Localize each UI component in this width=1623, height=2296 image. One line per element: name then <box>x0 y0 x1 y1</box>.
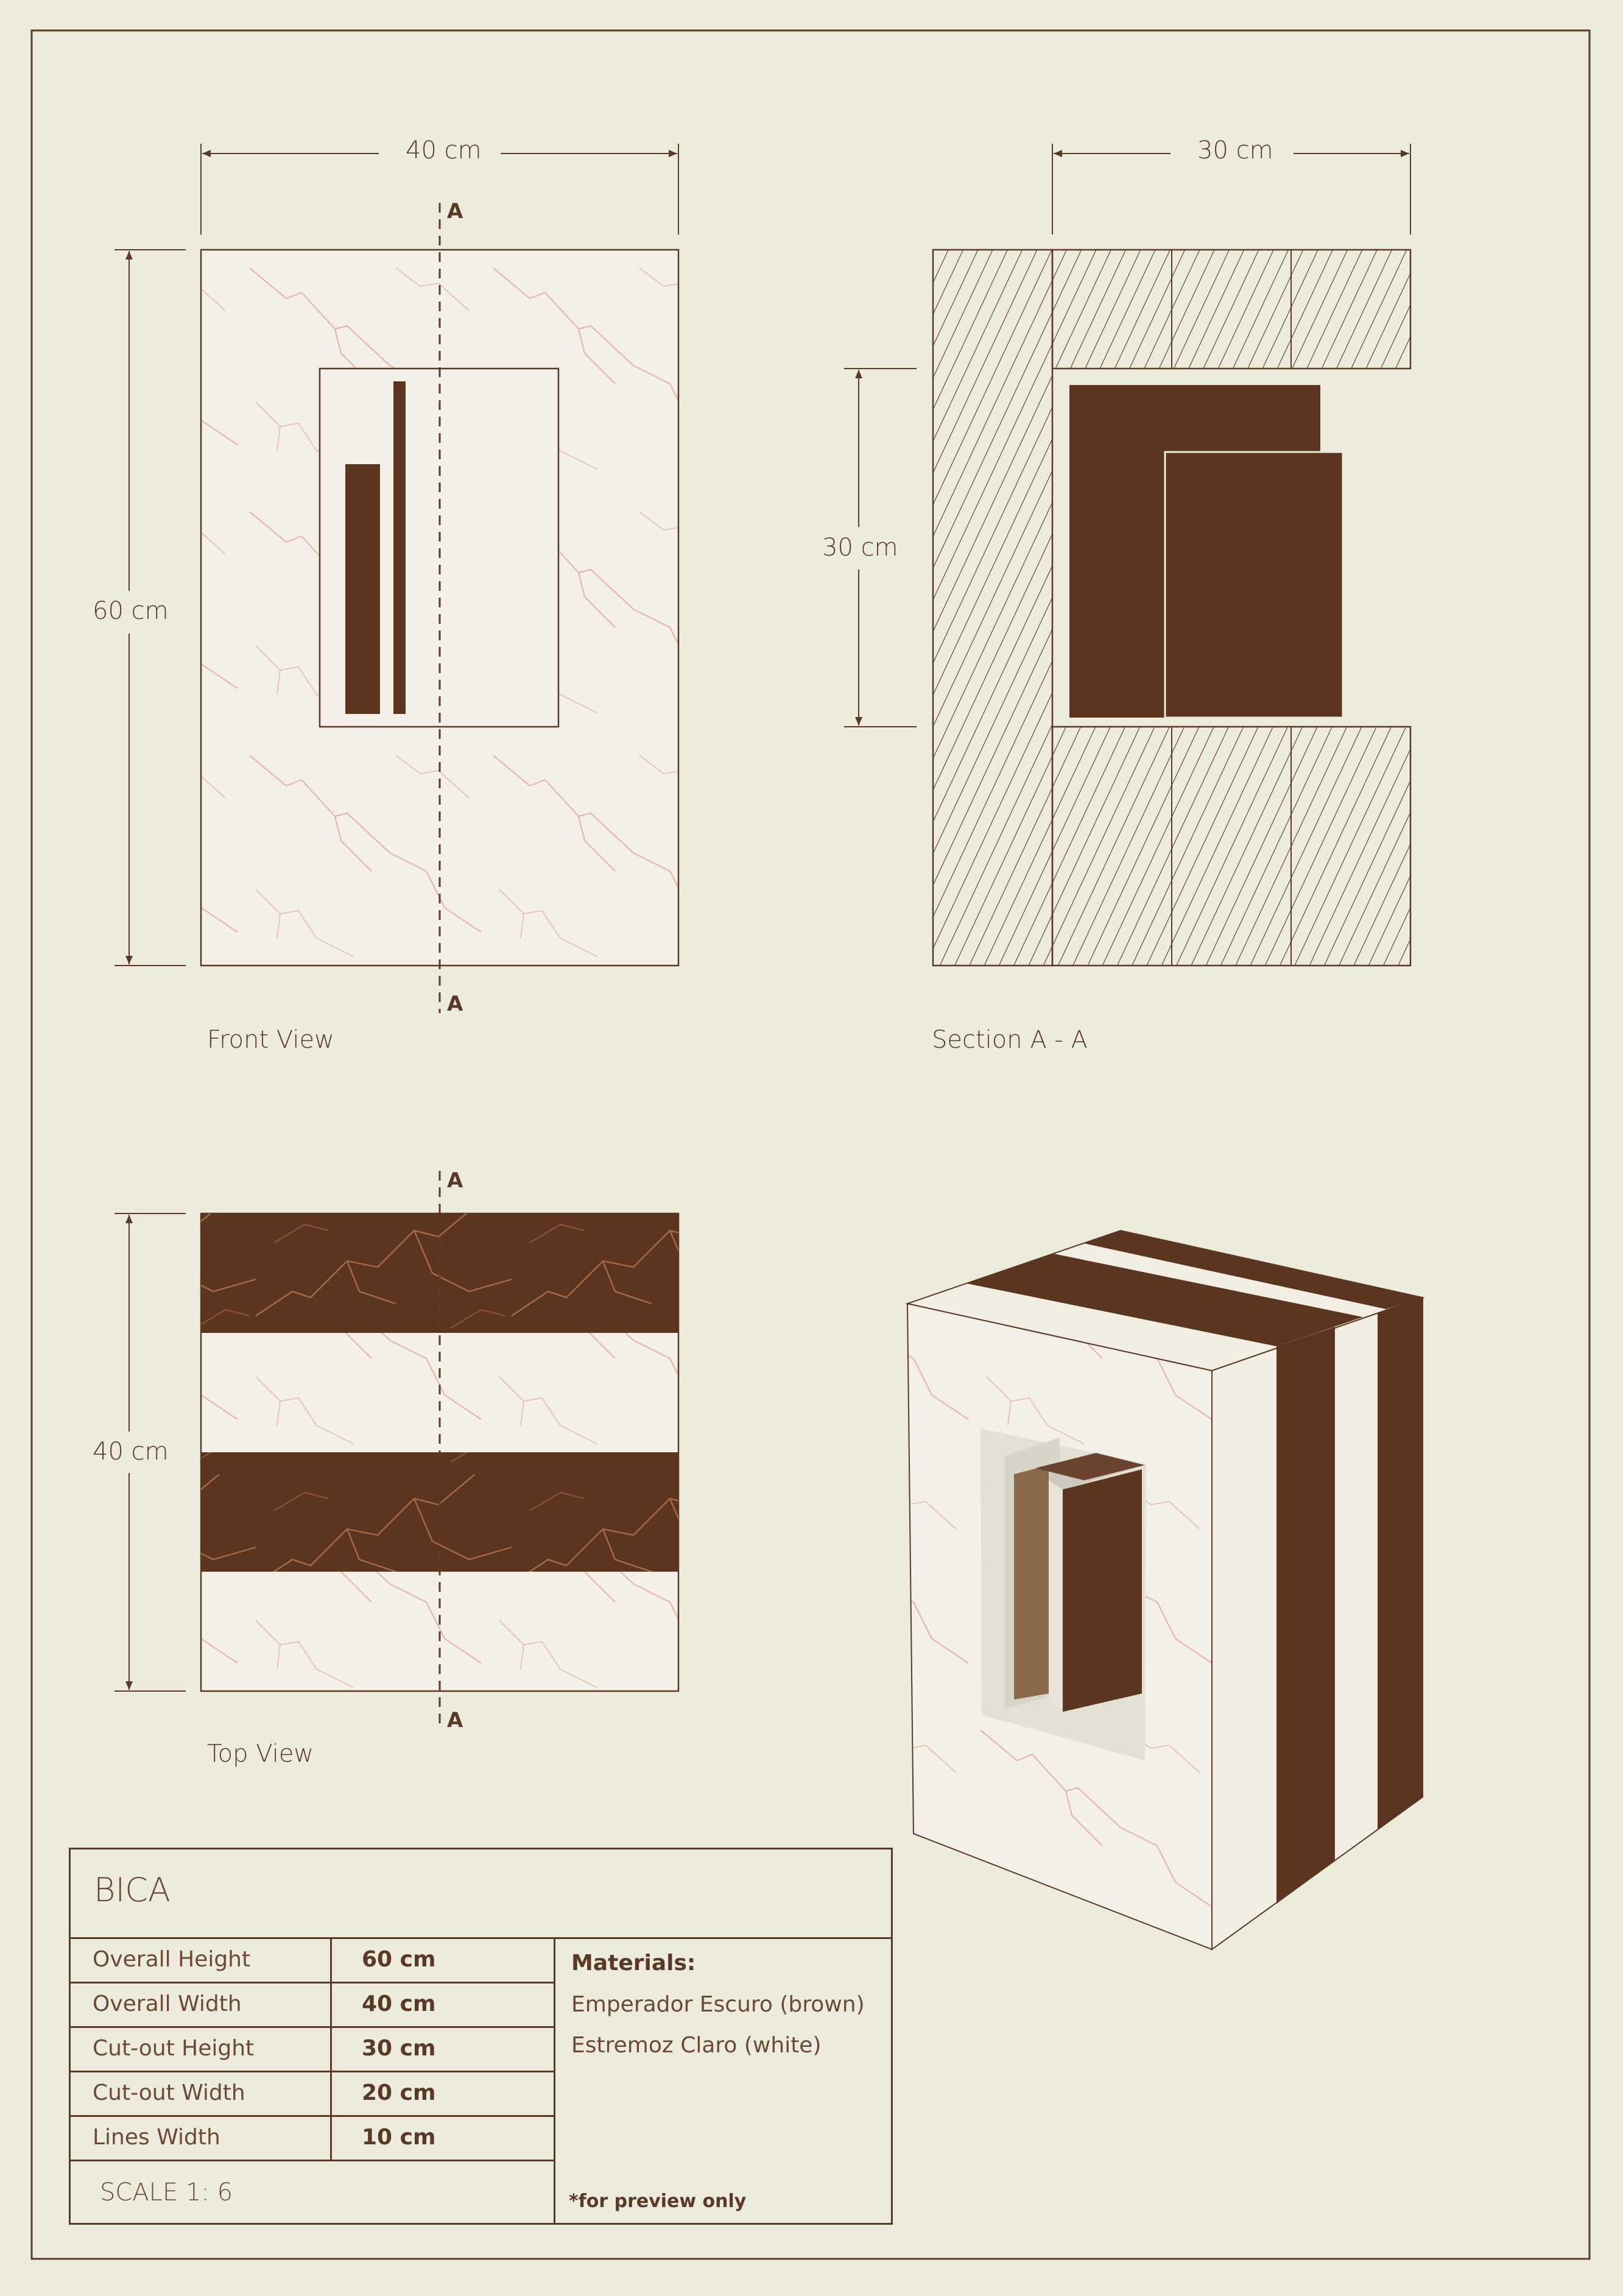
spec-label: Cut-out Height <box>93 2036 255 2061</box>
table-divider <box>71 2071 554 2072</box>
spec-table: BICA Overall Height 60 cm Overall Width … <box>69 1848 893 2225</box>
iso-book <box>1063 1469 1142 1712</box>
section-mark-top-view: A <box>447 1168 463 1193</box>
product-name: BICA <box>94 1871 171 1909</box>
iso-side-stripe <box>1276 1327 1335 1904</box>
spec-value: 40 cm <box>362 1991 436 2016</box>
front-height-dim: 60 cm <box>93 597 169 625</box>
preview-note: *for preview only <box>569 2191 747 2212</box>
top-view <box>114 1171 680 1729</box>
materials-heading: Materials: <box>571 1951 696 1976</box>
spec-value: 30 cm <box>362 2036 436 2061</box>
section-view-caption: Section A - A <box>932 1026 1088 1054</box>
spec-label: Lines Width <box>93 2125 220 2150</box>
material-item: Emperador Escuro (brown) <box>571 1992 865 2017</box>
iso-top-stripe <box>967 1254 1363 1346</box>
section-back-slab <box>932 249 1054 967</box>
table-divider <box>71 2026 554 2028</box>
front-view <box>114 144 680 1013</box>
front-book-2 <box>393 381 406 714</box>
scale-label: SCALE 1: 6 <box>100 2178 233 2206</box>
front-width-dim: 40 cm <box>406 136 482 164</box>
isometric-view <box>905 1229 1425 1951</box>
section-width-dim: 30 cm <box>1197 136 1273 164</box>
spec-value: 60 cm <box>362 1947 436 1972</box>
section-mark-top: A <box>447 199 463 224</box>
section-cutout-dim: 30 cm <box>822 534 898 562</box>
spec-label: Overall Width <box>93 1991 242 2016</box>
sheet-border <box>30 29 1591 2260</box>
table-divider <box>554 1937 555 2223</box>
iso-side-stripe <box>1378 1298 1423 1829</box>
table-divider <box>71 1982 554 1983</box>
top-depth-dim: 40 cm <box>93 1438 169 1466</box>
table-divider <box>71 2115 554 2117</box>
table-divider <box>330 1937 332 2160</box>
spec-value: 10 cm <box>362 2125 436 2150</box>
material-item: Estremoz Claro (white) <box>571 2033 822 2058</box>
iso-book <box>1014 1465 1049 1700</box>
section-mark-top-view-bottom: A <box>447 1708 463 1733</box>
iso-book <box>1035 1453 1145 1480</box>
iso-book-pages <box>1049 1480 1063 1712</box>
spec-value: 20 cm <box>362 2080 436 2105</box>
section-top-slab <box>1051 249 1412 370</box>
section-mark-bottom: A <box>447 992 463 1016</box>
top-view-caption: Top View <box>207 1740 314 1768</box>
section-bottom-slab <box>1051 726 1412 967</box>
spec-label: Overall Height <box>93 1947 251 1972</box>
spec-label: Cut-out Width <box>93 2080 245 2105</box>
iso-top-stripe <box>1084 1231 1423 1309</box>
table-divider <box>71 2160 554 2161</box>
front-view-caption: Front View <box>207 1026 334 1054</box>
front-book-1 <box>345 464 380 714</box>
section-view <box>844 144 1412 967</box>
section-book-front <box>1164 451 1344 719</box>
table-divider <box>71 1937 891 1939</box>
